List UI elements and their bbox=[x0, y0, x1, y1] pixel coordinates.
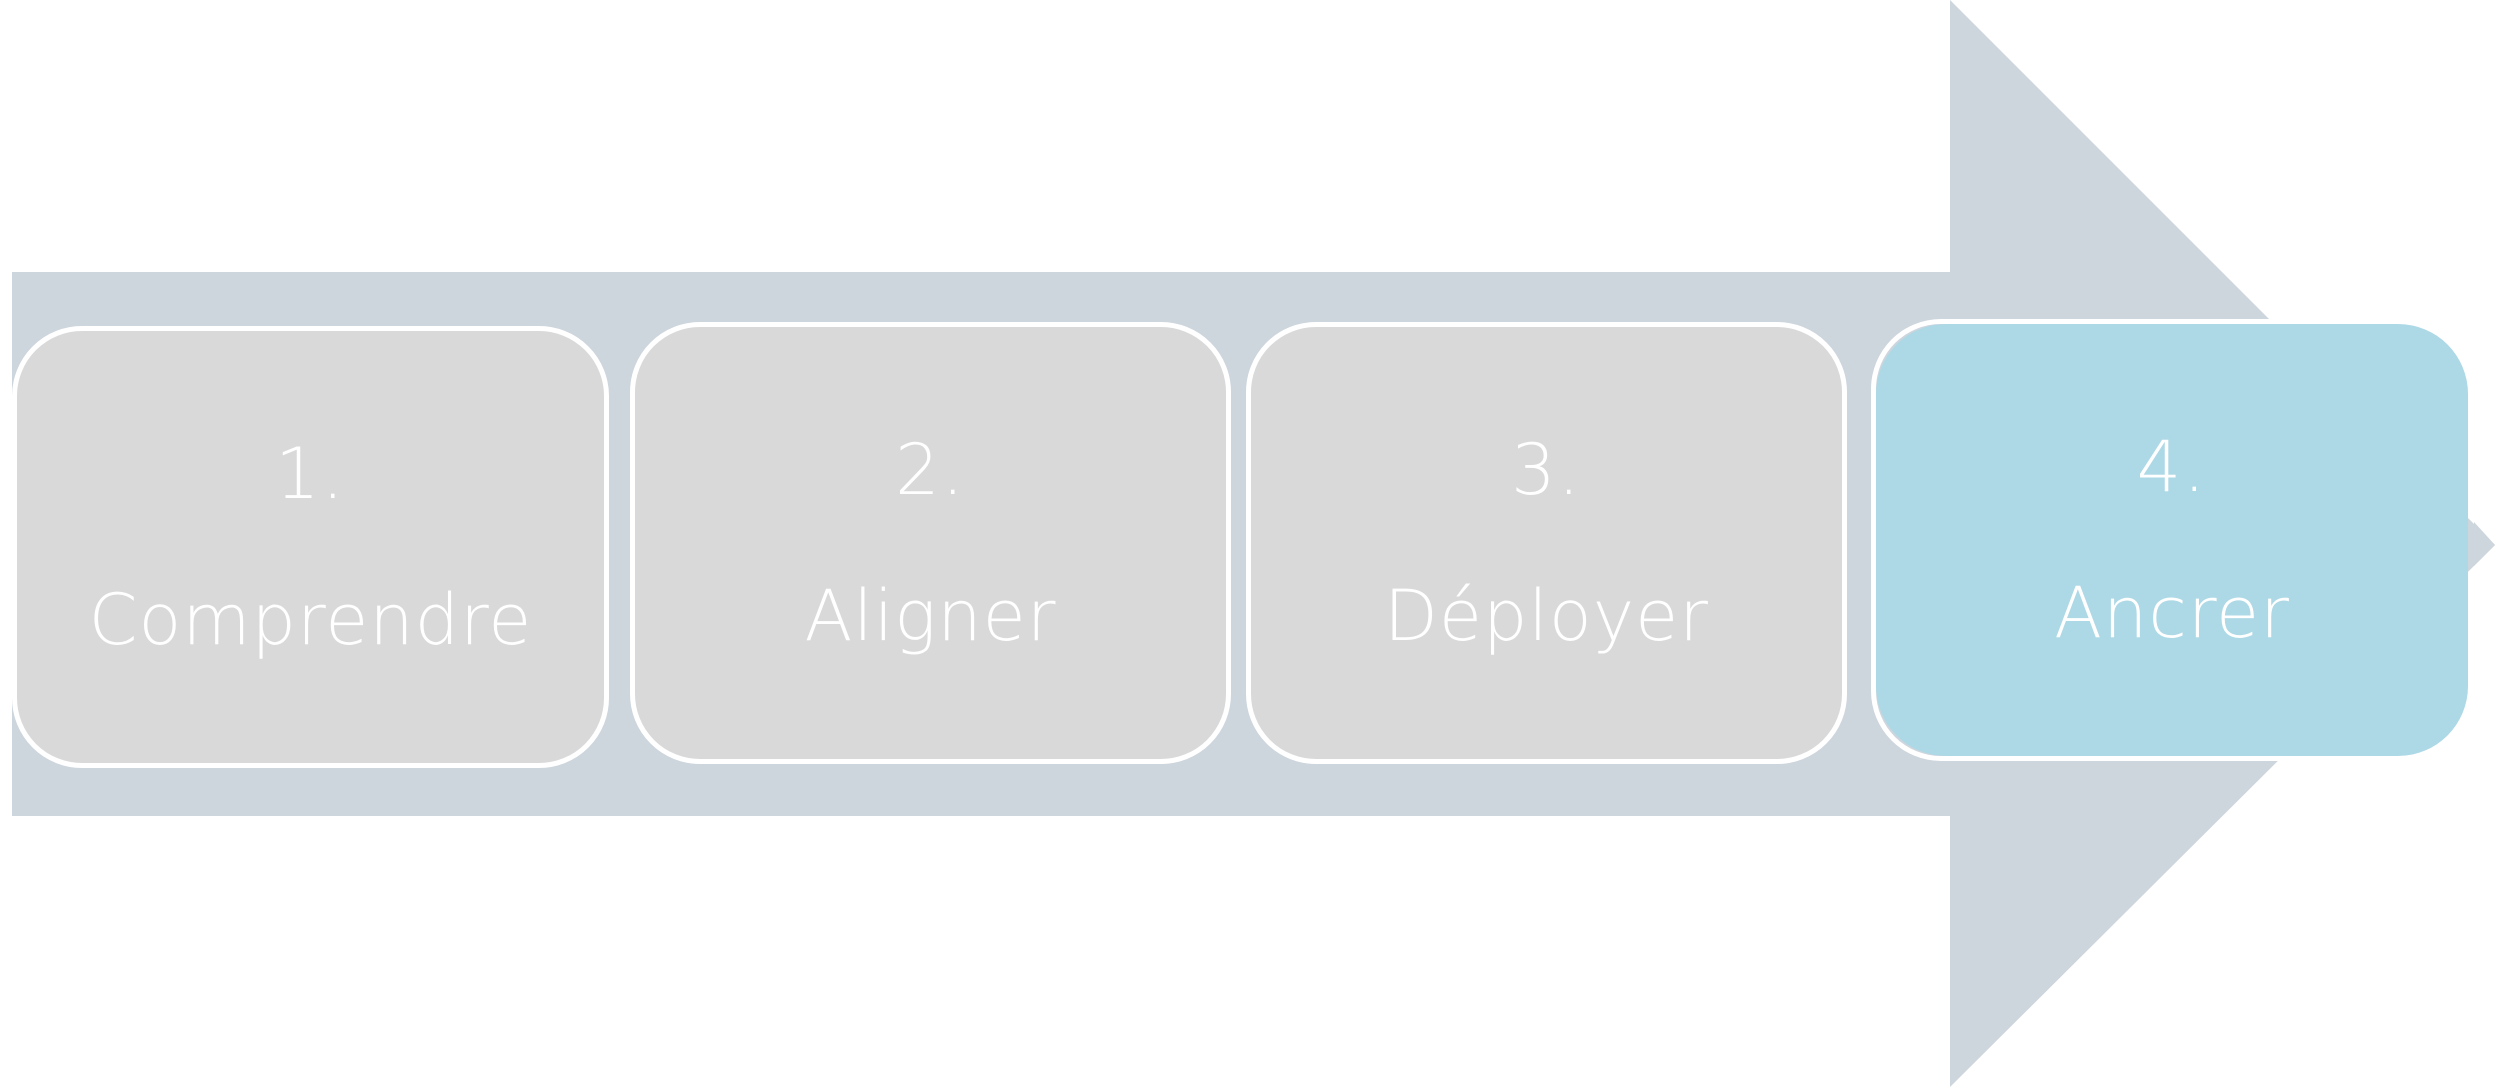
step-label: Comprendre bbox=[88, 579, 533, 661]
step-number: 2. bbox=[895, 429, 966, 511]
step-label: Ancrer bbox=[2054, 572, 2290, 654]
step-1: 1. Comprendre bbox=[12, 326, 609, 768]
step-label: Aligner bbox=[804, 575, 1057, 657]
step-4: 4. Ancrer bbox=[1876, 324, 2468, 756]
step-2: 2. Aligner bbox=[630, 322, 1231, 764]
step-number: 1. bbox=[275, 433, 346, 515]
step-label: Déployer bbox=[1384, 575, 1709, 657]
step-3: 3. Déployer bbox=[1246, 322, 1847, 764]
step-number: 3. bbox=[1511, 429, 1582, 511]
arrow-tip-marker bbox=[2474, 522, 2495, 566]
step-number: 4. bbox=[2136, 426, 2208, 508]
